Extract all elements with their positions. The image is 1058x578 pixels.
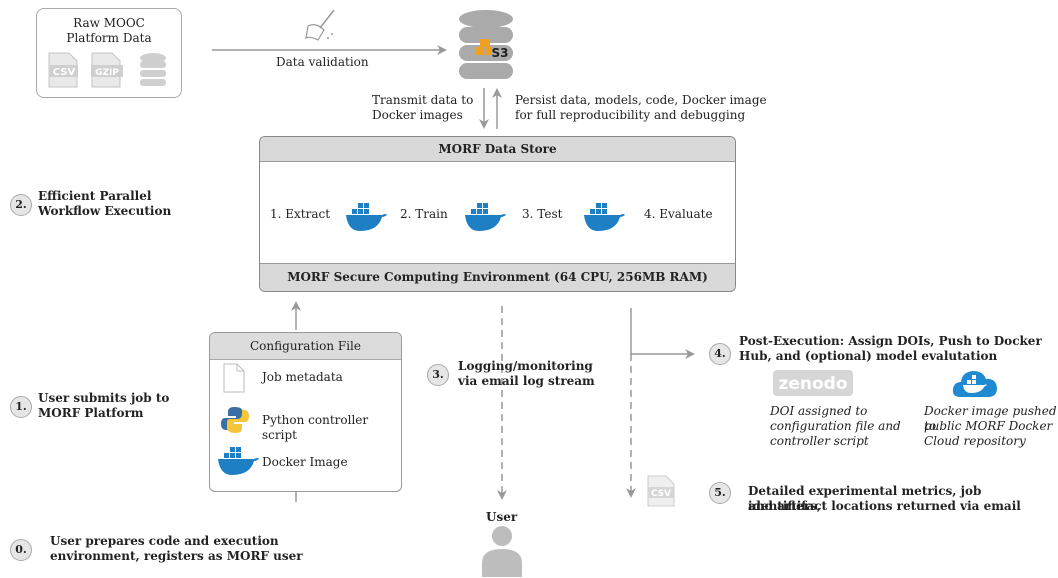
store-header: MORF Data Store (260, 137, 735, 162)
csv-file-tag: CSV (53, 67, 76, 78)
doi-text-2: configuration file and (770, 419, 901, 433)
doi-text-3: controller script (770, 434, 869, 448)
raw-data-box: Raw MOOC Platform Data CSV GZIP (36, 8, 182, 98)
transmit-label-2: Docker images (372, 108, 463, 122)
results-csv-tag: CSV (651, 489, 671, 499)
validation-label: Data validation (276, 55, 369, 69)
docker-push-text-3: Cloud repository (924, 434, 1026, 448)
step-5-number: 5. (709, 482, 731, 504)
raw-data-title-1: Raw MOOC (73, 16, 145, 30)
document-icon (223, 363, 245, 393)
step-4-label-1: Post-Execution: Assign DOIs, Push to Doc… (739, 334, 1042, 348)
broom-icon (305, 9, 335, 41)
step-2-number: 2. (10, 194, 32, 216)
raw-data-title-2: Platform Data (66, 31, 152, 45)
config-file-box: Configuration File Job metadata Python c… (209, 332, 402, 492)
gzip-file-icon: GZIP (91, 52, 123, 88)
morf-store-box: MORF Data Store MORF Secure Computing En… (259, 136, 736, 292)
config-item-docker: Docker Image (262, 455, 348, 469)
persist-label-2: for full reproducibility and debugging (515, 108, 746, 122)
docker-icon (465, 203, 506, 231)
config-header: Configuration File (210, 333, 401, 360)
persist-label-1: Persist data, models, code, Docker image (515, 93, 767, 107)
transmit-label-1: Transmit data to (372, 93, 474, 107)
step-1-number: 1. (10, 396, 32, 418)
config-item-job-metadata: Job metadata (262, 370, 343, 384)
step-0-label-2: environment, registers as MORF user (50, 549, 303, 563)
step-3-label-1: Logging/monitoring (458, 359, 593, 373)
docker-push-text-2: public MORF Docker (924, 419, 1053, 433)
user-icon (482, 526, 522, 577)
docker-push-text-1: Docker image pushed to (924, 404, 1057, 433)
store-footer: MORF Secure Computing Environment (64 CP… (260, 263, 735, 291)
step-1-label-1: User submits job to (38, 391, 170, 405)
python-icon (221, 407, 249, 433)
s3-label: S3 (492, 46, 509, 60)
config-item-python: Python controller script (262, 413, 369, 442)
gzip-file-tag: GZIP (95, 68, 119, 78)
zenodo-logo: zenodo (773, 370, 853, 396)
step-0-number: 0. (10, 539, 32, 561)
database-icon (140, 53, 166, 86)
step-evaluate: 4. Evaluate (644, 207, 713, 221)
step-2-label-1: Efficient Parallel (38, 189, 152, 203)
doi-text-1: DOI assigned to (770, 404, 868, 418)
step-5-label-1: Detailed experimental metrics, job ident… (748, 484, 982, 513)
step-test: 3. Test (522, 207, 563, 221)
docker-icon (584, 203, 625, 231)
docker-cloud-icon (952, 371, 997, 397)
step-1-label-2: MORF Platform (38, 406, 144, 420)
docker-icon (218, 447, 259, 475)
step-4-label-2: Hub, and (optional) model evalutation (739, 349, 998, 363)
step-3-number: 3. (427, 364, 449, 386)
docker-icon (346, 203, 387, 231)
step-4-number: 4. (709, 343, 731, 365)
step-3-label-2: via email log stream (458, 374, 595, 388)
user-label: User (486, 510, 518, 524)
zenodo-logo-text: zenodo (778, 374, 847, 394)
step-train: 2. Train (400, 207, 448, 221)
csv-file-icon: CSV (647, 475, 675, 507)
csv-file-icon: CSV (48, 52, 78, 88)
step-2-label-2: Workflow Execution (38, 204, 172, 218)
step-5-label-2: and artifact locations returned via emai… (748, 499, 1021, 513)
step-extract: 1. Extract (270, 207, 331, 221)
step-0-label-1: User prepares code and execution (50, 534, 279, 548)
s3-database-icon: S3 (459, 10, 513, 79)
